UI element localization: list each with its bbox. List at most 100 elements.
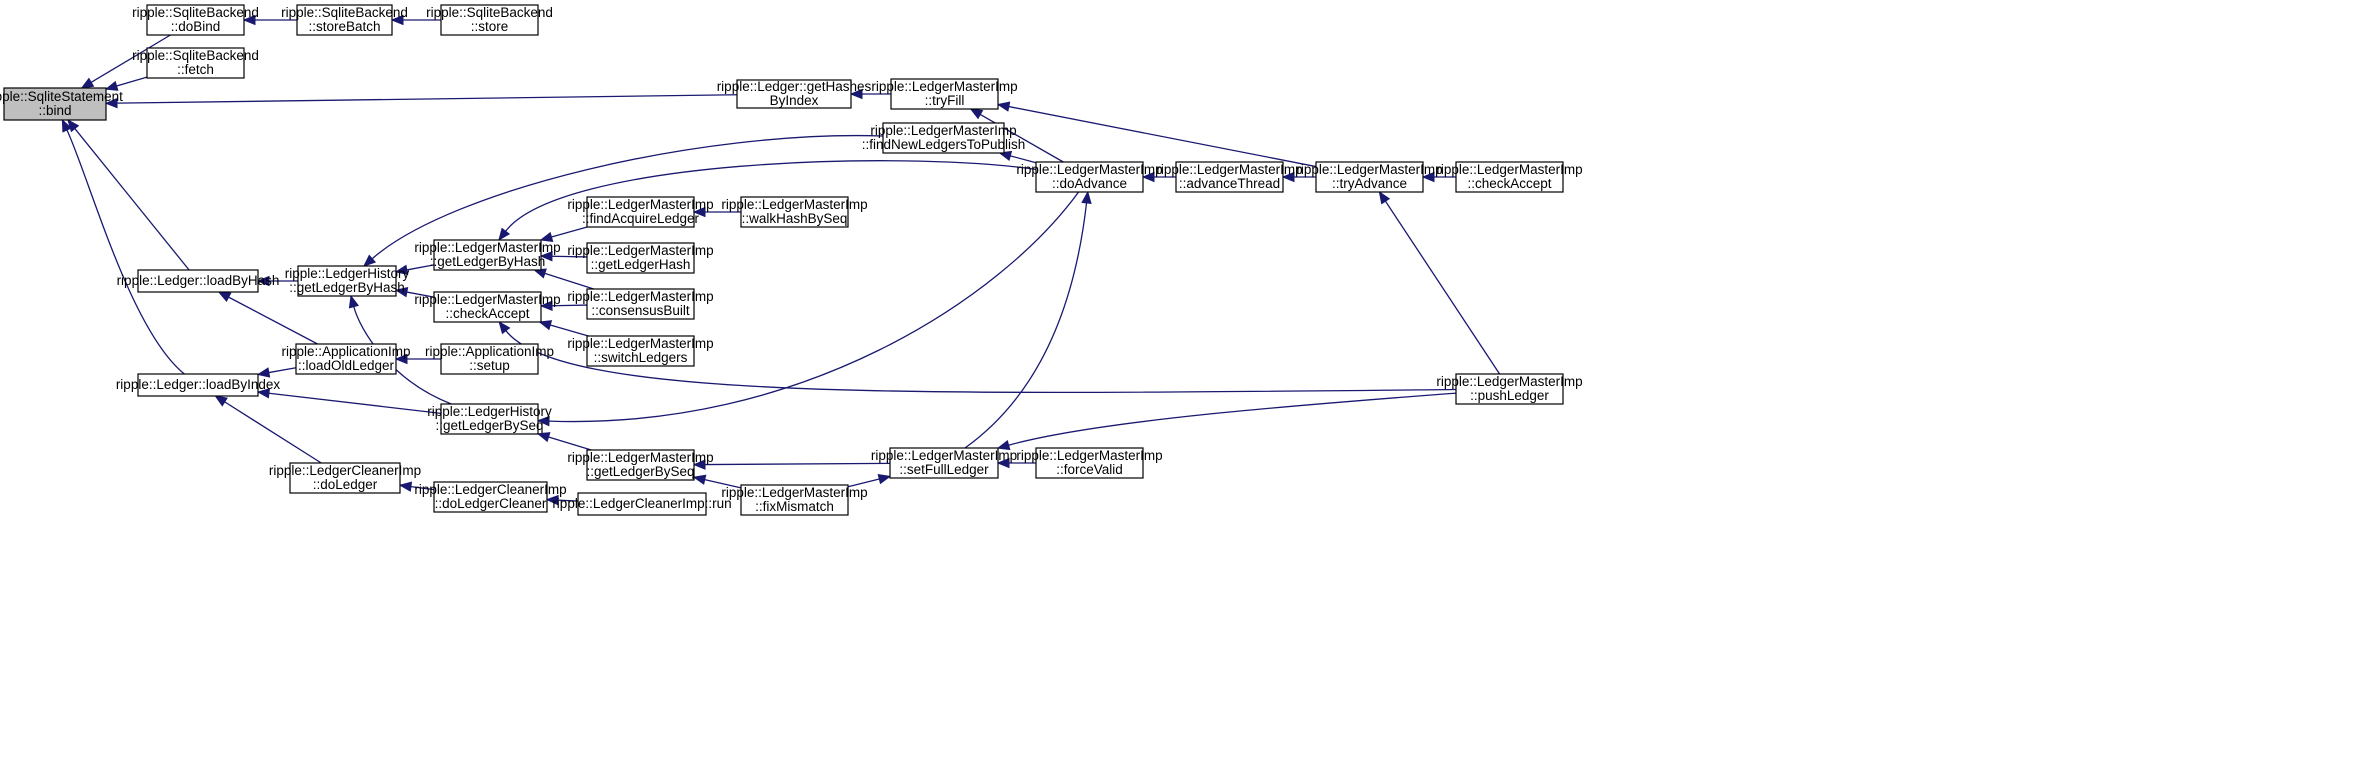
node-lm_getbyseq[interactable]: ripple::LedgerMasterImp::getLedgerBySeq: [567, 449, 714, 481]
node-label-line: ::tryAdvance: [1332, 176, 1407, 191]
node-label-line: ::getLedgerBySeq: [435, 418, 543, 433]
node-lm_setfull[interactable]: ripple::LedgerMasterImp::setFullLedger: [871, 447, 1017, 479]
node-lm_advthread[interactable]: ripple::LedgerMasterImp::advanceThread: [1156, 161, 1303, 193]
node-label-line: ripple::LedgerMasterImp: [414, 292, 560, 307]
edge-lm_consensus-to-lm_getbyhash: [544, 272, 594, 290]
node-lc_doledger[interactable]: ripple::LedgerCleanerImp::doLedger: [269, 462, 421, 494]
node-lh_getbyhash[interactable]: ripple::LedgerHistory::getLedgerByHash: [285, 265, 410, 297]
node-l_loadbyhash[interactable]: ripple::Ledger::loadByHash: [117, 269, 280, 293]
edge-lm_doadvance-to-lm_findnew-arrowhead: [998, 150, 1013, 162]
node-box: [586, 335, 695, 367]
node-box: [740, 484, 849, 516]
node-lm_pushledger[interactable]: ripple::LedgerMasterImp::pushLedger: [1436, 373, 1583, 405]
edges-layer: [61, 14, 1501, 506]
edge-l_loadbyindex-to-bind: [66, 129, 185, 375]
edge-l_gethashes-to-bind: [116, 94, 738, 104]
edge-lm_findnew-to-lh_getbyhash: [371, 134, 884, 260]
node-sb_fetch[interactable]: ripple::SqliteBackend::fetch: [132, 47, 259, 79]
edge-lm_forcevalid-to-lm_setfull-arrowhead: [996, 457, 1010, 469]
edge-lc_docleaner-to-lc_doledger-arrowhead: [398, 481, 413, 492]
edge-sb_fetch-to-bind-arrowhead: [104, 80, 119, 91]
node-box: [577, 492, 707, 516]
node-box: [296, 4, 393, 36]
node-app_loadold[interactable]: ripple::ApplicationImp::loadOldLedger: [281, 343, 411, 375]
node-label-line: ripple::LedgerMasterImp: [871, 79, 1017, 94]
node-label-line: ripple::SqliteStatement: [0, 89, 123, 104]
edge-lm_tryadvance-to-lm_tryfill: [1008, 105, 1317, 168]
node-sb_store[interactable]: ripple::SqliteBackend::store: [426, 4, 553, 36]
node-label-line: ::bind: [38, 103, 71, 118]
node-label-line: ripple::LedgerMasterImp: [414, 240, 560, 255]
node-label-line: ByIndex: [770, 93, 819, 108]
node-lm_getledgerhash[interactable]: ripple::LedgerMasterImp::getLedgerHash: [567, 242, 714, 274]
node-bind[interactable]: ripple::SqliteStatement::bind: [0, 87, 123, 121]
edge-sb_storebatch-to-sb_dobind-arrowhead: [242, 14, 256, 26]
node-label-line: ripple::LedgerMasterImp: [1436, 374, 1582, 389]
node-lm_forcevalid[interactable]: ripple::LedgerMasterImp::forceValid: [1016, 447, 1163, 479]
nodes-layer: ripple::SqliteStatement::bindripple::Sql…: [0, 4, 1583, 516]
edge-lc_docleaner-to-lc_doledger: [410, 485, 435, 491]
node-box: [890, 78, 999, 110]
node-label-line: ripple::LedgerMasterImp: [1156, 162, 1302, 177]
node-lm_consensus[interactable]: ripple::LedgerMasterImp::consensusBuilt: [567, 288, 714, 320]
edge-lm_setfull-to-lm_getbyseq-arrowhead: [692, 459, 706, 470]
node-label-line: ripple::LedgerHistory: [427, 404, 552, 419]
node-lm_walkhash[interactable]: ripple::LedgerMasterImp::walkHashBySeq: [721, 196, 868, 228]
node-label-line: ripple::Ledger::loadByIndex: [116, 377, 281, 392]
node-label-line: ::forceValid: [1056, 462, 1123, 477]
edge-lc_run-to-lc_docleaner-arrowhead: [545, 494, 559, 506]
edge-lm_setfull-to-lm_getbyseq: [704, 462, 891, 466]
node-lm_tryadvance[interactable]: ripple::LedgerMasterImp::tryAdvance: [1296, 161, 1443, 193]
node-label-line: ::switchLedgers: [594, 350, 688, 365]
edge-lm_switch-to-lm_checkaccept_m: [550, 324, 589, 337]
node-label-line: ripple::LedgerMasterImp: [567, 450, 713, 465]
node-lm_findnew[interactable]: ripple::LedgerMasterImp::findNewLedgersT…: [862, 122, 1026, 154]
node-lm_switch[interactable]: ripple::LedgerMasterImp::switchLedgers: [567, 335, 714, 367]
edge-lm_pushledger-to-lm_setfull-arrowhead: [996, 440, 1011, 451]
edge-lm_pushledger-to-lm_checkaccept_m-arrowhead: [498, 320, 511, 335]
node-box: [433, 291, 542, 323]
edge-lh_getbyseq-to-l_loadbyindex: [268, 392, 442, 414]
node-label-line: ::findAcquireLedger: [582, 211, 700, 226]
node-app_setup[interactable]: ripple::ApplicationImp::setup: [425, 343, 554, 375]
node-lc_run[interactable]: ripple::LedgerCleanerImp::run: [552, 492, 732, 516]
node-lm_checkaccept_m[interactable]: ripple::LedgerMasterImp::checkAccept: [414, 291, 561, 323]
edge-lm_getbyhash-to-lh_getbyhash-arrowhead: [394, 264, 409, 275]
node-lm_doadvance[interactable]: ripple::LedgerMasterImp::doAdvance: [1016, 161, 1163, 193]
node-l_loadbyindex[interactable]: ripple::Ledger::loadByIndex: [116, 373, 281, 397]
node-label-line: ripple::LedgerMasterImp: [870, 123, 1016, 138]
node-lm_getbyhash[interactable]: ripple::LedgerMasterImp::getLedgerByHash: [414, 239, 561, 271]
node-label-line: ripple::LedgerMasterImp: [871, 448, 1017, 463]
edge-lm_doadvance-to-lm_getbyhash-arrowhead: [498, 227, 511, 242]
edge-lm_setfull-to-lm_doadvance-arrowhead: [1081, 190, 1092, 205]
node-sb_storebatch[interactable]: ripple::SqliteBackend::storeBatch: [281, 4, 408, 36]
node-label-line: ::fetch: [177, 62, 214, 77]
node-label-line: ::store: [471, 19, 509, 34]
edge-lc_doledger-to-l_loadbyindex: [224, 401, 322, 464]
node-lm_tryfill[interactable]: ripple::LedgerMasterImp::tryFill: [871, 78, 1018, 110]
node-box: [440, 343, 539, 375]
node-lm_findacquire[interactable]: ripple::LedgerMasterImp::findAcquireLedg…: [567, 196, 714, 228]
node-label-line: ::consensusBuilt: [591, 303, 690, 318]
node-box: [586, 196, 695, 228]
node-lc_docleaner[interactable]: ripple::LedgerCleanerImp::doLedgerCleane…: [414, 481, 567, 513]
edge-lm_doadvance-to-lm_getbyhash: [505, 160, 1037, 232]
edge-lm_getbyseq-to-lh_getbyseq-arrowhead: [536, 432, 551, 443]
node-lm_fixmismatch[interactable]: ripple::LedgerMasterImp::fixMismatch: [721, 484, 868, 516]
edge-lc_doledger-to-l_loadbyindex-arrowhead: [214, 395, 228, 407]
node-sb_dobind[interactable]: ripple::SqliteBackend::doBind: [132, 4, 259, 36]
edge-lh_getbyseq-to-lh_getbyhash-arrowhead: [348, 294, 359, 309]
edge-sb_store-to-sb_storebatch-arrowhead: [390, 14, 404, 26]
node-label-line: ::pushLedger: [1470, 388, 1549, 403]
node-box: [882, 122, 1005, 154]
node-label-line: ripple::LedgerMasterImp: [567, 336, 713, 351]
node-box: [146, 47, 245, 79]
node-lh_getbyseq[interactable]: ripple::LedgerHistory::getLedgerBySeq: [427, 403, 552, 435]
node-box: [295, 343, 397, 375]
edge-lm_consensus-to-lm_checkaccept_m: [551, 304, 588, 307]
node-lm_checkaccept_r[interactable]: ripple::LedgerMasterImp::checkAccept: [1436, 161, 1583, 193]
edge-lm_switch-to-lm_checkaccept_m-arrowhead: [538, 320, 553, 331]
node-label-line: ::advanceThread: [1179, 176, 1280, 191]
